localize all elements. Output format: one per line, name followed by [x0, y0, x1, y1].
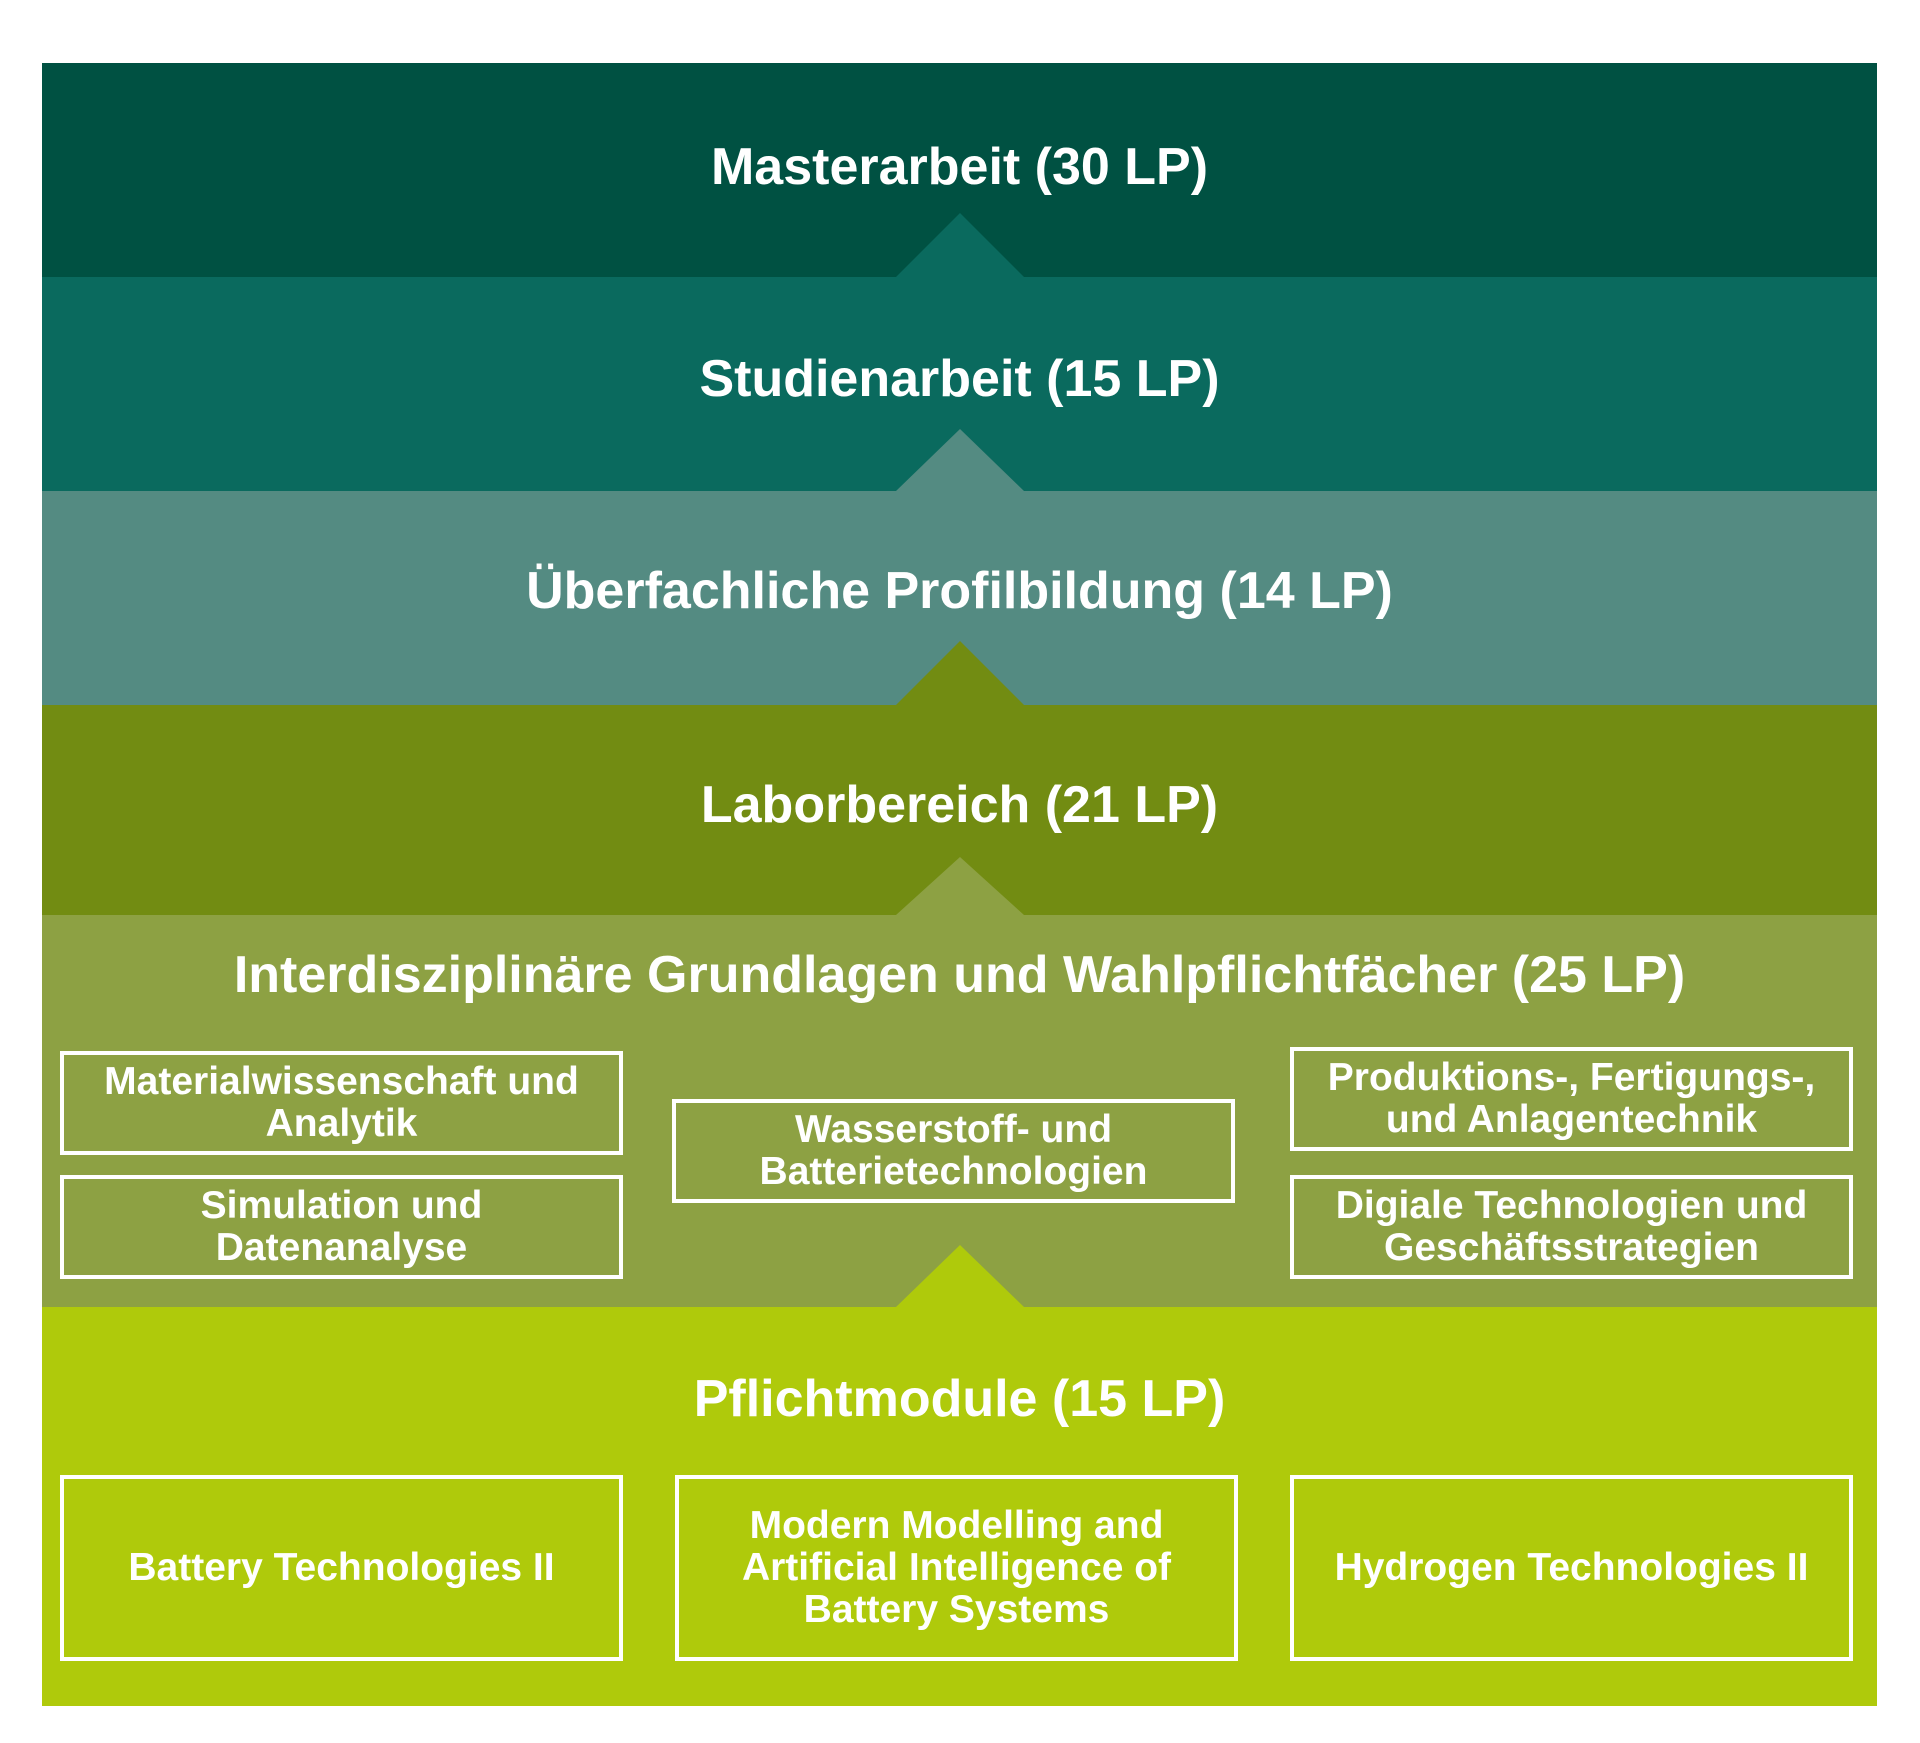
tier-laborbereich: Laborbereich (21 LP) — [42, 705, 1877, 915]
module-wasserstoff: Wasserstoff- und Batterietechnologien — [672, 1099, 1235, 1203]
tier-masterarbeit: Masterarbeit (30 LP) — [42, 63, 1877, 277]
module-materialwissenschaft: Materialwissenschaft und Analytik — [60, 1051, 623, 1155]
arrow-up-icon — [895, 1245, 1024, 1307]
tier-studienarbeit-title: Studienarbeit (15 LP) — [699, 350, 1220, 408]
tier-grundlagen-title: Interdisziplinäre Grundlagen und Wahlpfl… — [233, 946, 1686, 1004]
arrow-up-icon — [895, 429, 1024, 491]
module-hydrogen-technologies: Hydrogen Technologies II — [1290, 1475, 1853, 1661]
tier-laborbereich-title: Laborbereich (21 LP) — [700, 776, 1219, 834]
tier-pflichtmodule-title: Pflichtmodule (15 LP) — [693, 1370, 1226, 1428]
study-structure-diagram: Masterarbeit (30 LP) Studienarbeit (15 L… — [42, 63, 1877, 1706]
module-produktion: Produktions-, Fertigungs-, und Anlagente… — [1290, 1047, 1853, 1151]
arrow-up-icon — [895, 641, 1024, 705]
module-digital: Digiale Technologien und Geschäftsstrate… — [1290, 1175, 1853, 1279]
tier-pflichtmodule: Pflichtmodule (15 LP) Battery Technologi… — [42, 1307, 1877, 1706]
module-battery-technologies: Battery Technologies II — [60, 1475, 623, 1661]
tier-grundlagen: Interdisziplinäre Grundlagen und Wahlpfl… — [42, 915, 1877, 1307]
module-simulation: Simulation und Datenanalyse — [60, 1175, 623, 1279]
module-modern-modelling: Modern Modelling and Artificial Intellig… — [675, 1475, 1238, 1661]
arrow-up-icon — [895, 857, 1024, 915]
tier-masterarbeit-title: Masterarbeit (30 LP) — [710, 138, 1209, 196]
arrow-up-icon — [895, 213, 1024, 277]
tier-studienarbeit: Studienarbeit (15 LP) — [42, 277, 1877, 491]
tier-profilbildung: Überfachliche Profilbildung (14 LP) — [42, 491, 1877, 705]
tier-profilbildung-title: Überfachliche Profilbildung (14 LP) — [526, 562, 1393, 620]
